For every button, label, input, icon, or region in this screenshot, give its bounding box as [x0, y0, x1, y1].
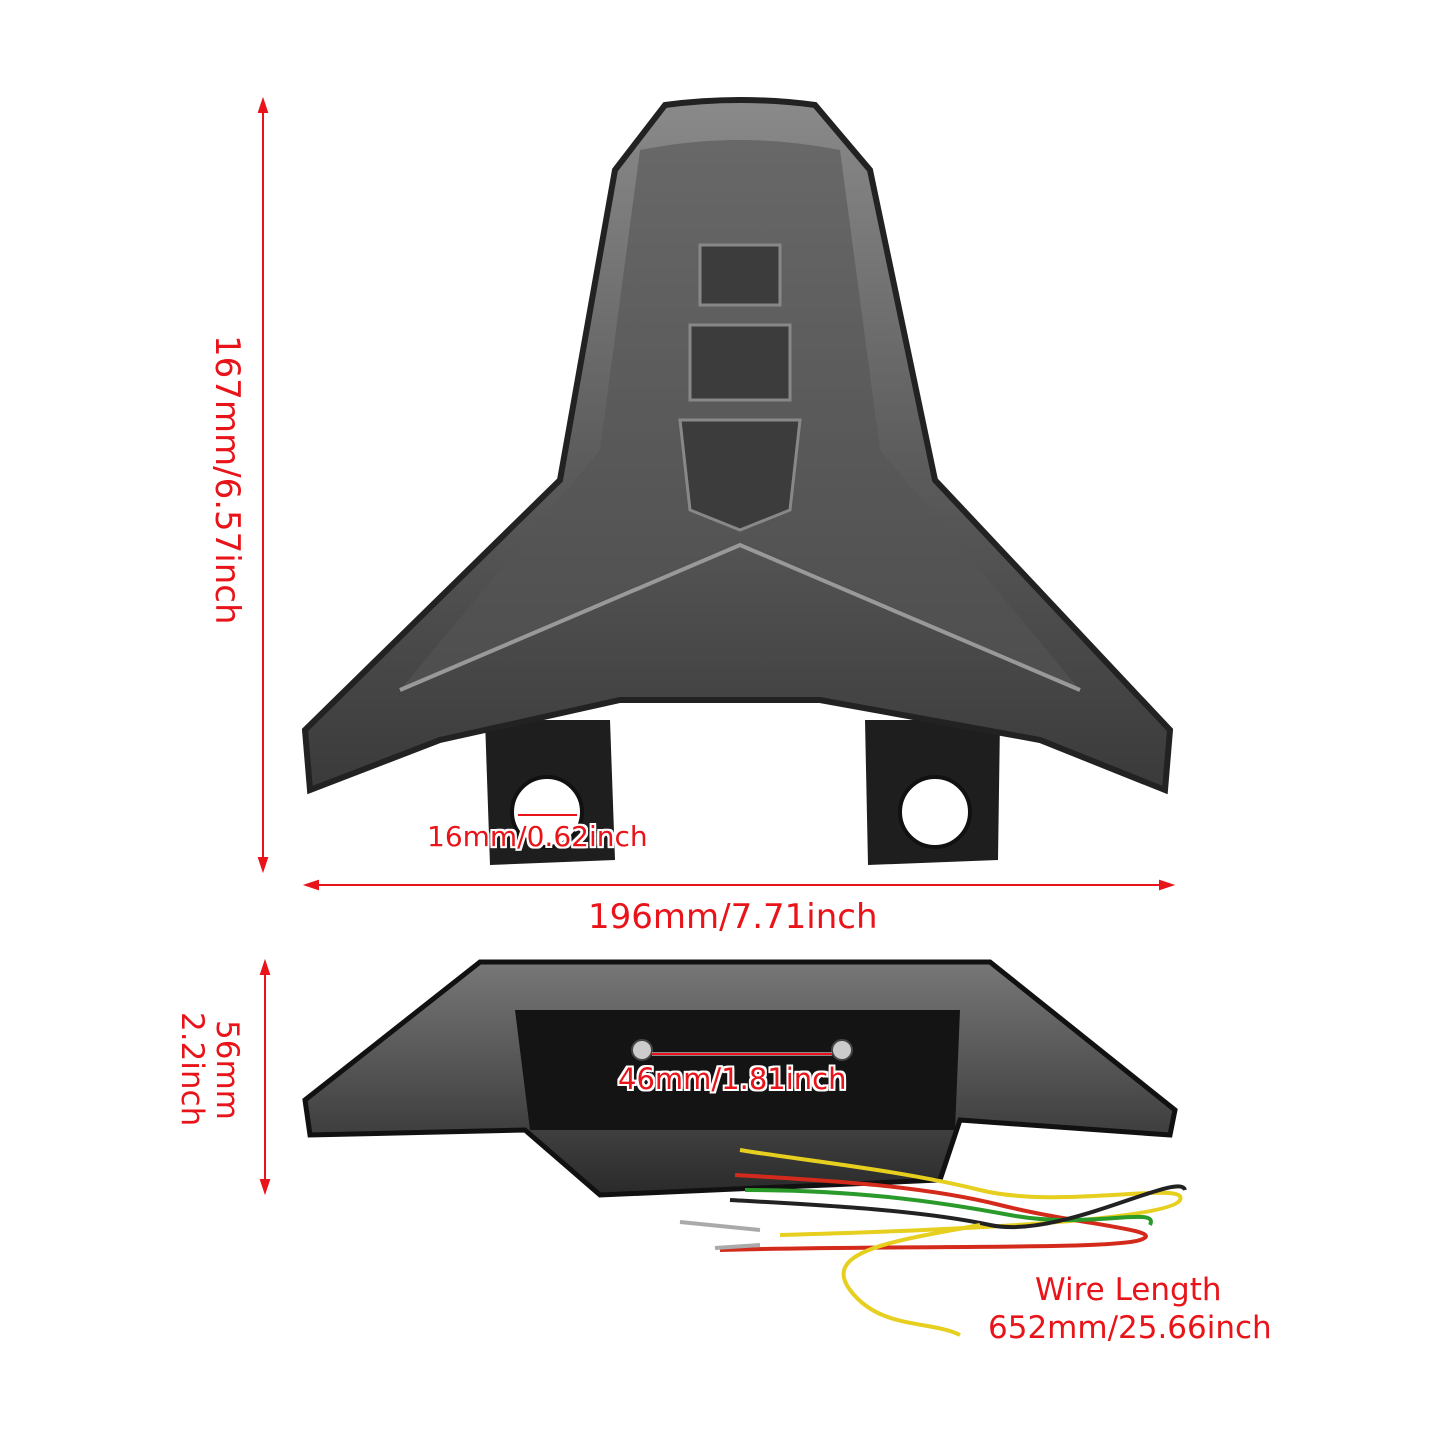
mounting-tab-left	[485, 720, 615, 865]
height-dimension-label: 167mm/6.57inch	[207, 335, 247, 625]
depth-mm-label: 56mm	[209, 1020, 245, 1120]
depth-inch-label: 2.2inch	[174, 1012, 210, 1127]
width-dimension-label: 196mm/7.71inch	[588, 897, 878, 937]
wire-length-value: 652mm/25.66inch	[988, 1310, 1272, 1346]
wire-length-title: Wire Length	[1035, 1272, 1222, 1308]
hole-dimension-label: 16mm/0.62inch	[427, 820, 648, 853]
bolt-spacing-label: 46mm/1.81inch	[618, 1062, 847, 1096]
bolt-left	[631, 1039, 653, 1061]
dimension-lines	[257, 96, 1176, 1196]
mounting-tab-right	[865, 720, 1000, 865]
bolt-right	[831, 1039, 853, 1061]
wire-harness	[679, 1148, 1187, 1337]
